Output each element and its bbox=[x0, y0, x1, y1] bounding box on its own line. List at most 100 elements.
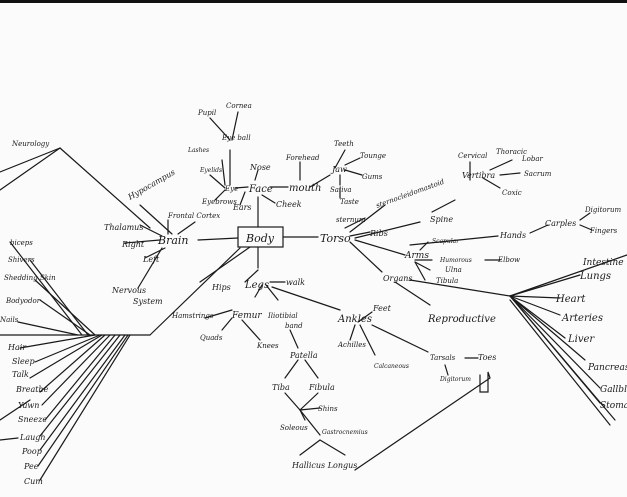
node-cervical: Cervical bbox=[458, 152, 487, 160]
node-iliotibial: Iliotibial bbox=[267, 312, 298, 320]
node-achilles: Achilles bbox=[337, 341, 366, 349]
node-sneeze: Sneeze bbox=[18, 415, 47, 424]
node-yawn: Yawn bbox=[18, 401, 39, 410]
node-feet: Feet bbox=[372, 304, 392, 313]
node-calcaneous: Calcaneous bbox=[374, 363, 409, 370]
node-knees: Knees bbox=[256, 342, 279, 350]
node-humorous: Humorous bbox=[439, 257, 472, 264]
node-carples: Carples bbox=[545, 219, 576, 228]
node-lashes: Lashes bbox=[187, 147, 209, 154]
node-patella: Patella bbox=[289, 351, 318, 360]
node-bodyodor: Bodyodor bbox=[5, 297, 41, 305]
node-face: Face bbox=[248, 184, 273, 195]
node-reproductive: Reproductive bbox=[427, 314, 496, 325]
node-scapular: Scapular bbox=[432, 238, 460, 245]
node-cheek: Cheek bbox=[276, 200, 302, 209]
node-biceps: biceps bbox=[10, 239, 33, 247]
node-shivers: Shivers bbox=[8, 256, 35, 264]
node-stomach: Stomach bbox=[600, 401, 627, 411]
node-digitorum-foot: Digitorum bbox=[439, 376, 471, 383]
node-talk: Talk bbox=[12, 370, 29, 379]
node-poop: Poop bbox=[21, 447, 42, 456]
node-eyebrows: Eyebrows bbox=[201, 198, 237, 206]
node-thalamus: Thalamus bbox=[104, 223, 143, 232]
node-neurology: Neurology bbox=[11, 140, 50, 148]
node-eyelids: Eyelids bbox=[199, 167, 222, 174]
node-digitorum: Digitorum bbox=[584, 206, 621, 214]
node-arteries: Arteries bbox=[561, 313, 603, 324]
node-nose: Nose bbox=[249, 163, 271, 172]
node-lobar: Lobar bbox=[521, 155, 544, 163]
node-cum: Cum bbox=[24, 477, 43, 486]
node-sternum: sternum bbox=[336, 216, 366, 224]
node-shins: Shins bbox=[318, 405, 338, 413]
node-right: Right bbox=[121, 240, 145, 249]
node-breathe: Breathe bbox=[15, 385, 49, 394]
node-sleep: Sleep bbox=[12, 357, 35, 366]
node-body: Body bbox=[245, 232, 275, 245]
node-vertebrae: Vertibra bbox=[462, 171, 495, 180]
node-sacrum: Sacrum bbox=[524, 170, 552, 178]
node-toes: Toes bbox=[478, 353, 496, 362]
node-intestine: Intestine bbox=[582, 258, 624, 268]
node-organs: Organs bbox=[383, 274, 413, 283]
node-spine: Spine bbox=[430, 215, 453, 224]
node-hallucis: Hallicus Longus bbox=[291, 461, 357, 470]
node-heart: Heart bbox=[555, 294, 586, 305]
node-tibula: Tibula bbox=[436, 277, 458, 285]
node-hair: Hair bbox=[7, 343, 27, 352]
node-elbow: Elbow bbox=[497, 256, 520, 264]
node-eye: Eye bbox=[224, 185, 238, 193]
node-quads: Quads bbox=[200, 334, 223, 342]
node-frontal-cortex: Frontal Cortex bbox=[167, 212, 220, 220]
node-jaw: Jaw bbox=[330, 165, 347, 174]
node-tongue: Tounge bbox=[360, 152, 386, 160]
node-laugh: Laugh bbox=[19, 433, 46, 442]
node-pupil: Pupil bbox=[197, 109, 216, 117]
node-hamstrings: Hamstrings bbox=[171, 312, 214, 320]
node-saliva: Saliva bbox=[330, 186, 352, 194]
node-gums: Gums bbox=[362, 173, 383, 181]
node-ears: Ears bbox=[232, 203, 252, 212]
node-thoracic: Thoracic bbox=[496, 148, 527, 156]
node-soleous: Soleous bbox=[280, 424, 308, 432]
node-walk: walk bbox=[286, 278, 305, 287]
node-gastrocnemius: Gastrocnemius bbox=[322, 429, 368, 436]
node-pee: Pee bbox=[23, 462, 39, 471]
node-tibia: Tiba bbox=[272, 383, 290, 392]
node-fingers: Fingers bbox=[589, 227, 618, 235]
node-nervous: Nervous bbox=[111, 286, 146, 295]
node-liver: Liver bbox=[567, 334, 595, 345]
node-sternocleidomastoid: sternocleidomastoid bbox=[375, 178, 446, 210]
node-coccyx: Coxic bbox=[502, 189, 522, 197]
node-cornea: Cornea bbox=[226, 102, 252, 110]
node-ankles: Ankles bbox=[337, 314, 372, 325]
node-brain: Brain bbox=[157, 234, 189, 247]
node-labels: Body Brain Frontal Cortex Thalamus Hypoc… bbox=[0, 102, 627, 486]
node-ulna: Ulna bbox=[445, 266, 462, 274]
node-hands: Hands bbox=[499, 231, 526, 240]
node-hypocampus: Hypocampus bbox=[126, 168, 177, 203]
node-forehead: Forehead bbox=[285, 154, 320, 162]
node-femur: Femur bbox=[231, 311, 262, 321]
node-fibula: Fibula bbox=[308, 383, 335, 392]
node-shedding-skin: Shedding Skin bbox=[4, 274, 56, 282]
node-teeth: Teeth bbox=[334, 140, 354, 148]
node-arms: Arms bbox=[404, 251, 429, 261]
node-eyeball: Eye ball bbox=[221, 134, 251, 142]
node-lungs: Lungs bbox=[579, 271, 611, 282]
node-pancreas: Pancreas bbox=[587, 363, 627, 373]
node-nails: Nails bbox=[0, 316, 19, 324]
node-left: Left bbox=[142, 255, 160, 264]
node-torso: Torso bbox=[320, 232, 351, 245]
node-mouth: mouth bbox=[289, 183, 321, 194]
node-gallbladder: Gallbladder bbox=[600, 385, 627, 395]
scan-top-edge bbox=[0, 0, 627, 3]
node-band: band bbox=[285, 322, 303, 330]
node-legs: Legs bbox=[244, 280, 269, 291]
node-ribs: Ribs bbox=[369, 229, 388, 238]
connector-lines bbox=[0, 111, 627, 481]
node-taste: Taste bbox=[340, 198, 359, 206]
